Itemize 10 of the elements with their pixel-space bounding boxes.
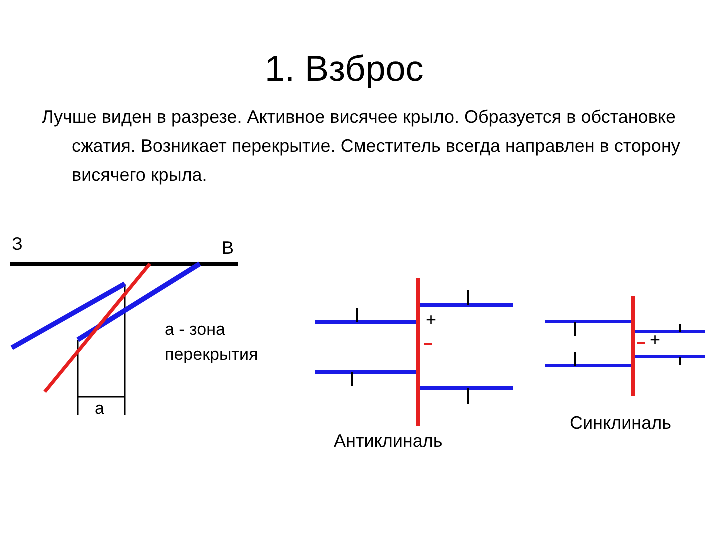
plus-sign: + xyxy=(650,330,661,351)
zone-caption: а - зона перекрытия xyxy=(165,319,260,366)
west-label: З xyxy=(12,234,23,255)
east-label: В xyxy=(222,238,234,259)
plus-sign: + xyxy=(426,310,437,331)
slide-title: 1. Взброс xyxy=(265,48,424,90)
syncline-caption: Синклиналь xyxy=(570,413,672,434)
segment-label: а xyxy=(95,399,104,419)
description-paragraph: Лучше виден в разрезе. Активное висячее крыло. Образуется в обстановке сжатия. Возникает перекрытие. Сместитель всегда направлен в сторону висячего крыла. xyxy=(42,106,682,187)
anticline-caption: Антиклиналь xyxy=(334,431,443,452)
